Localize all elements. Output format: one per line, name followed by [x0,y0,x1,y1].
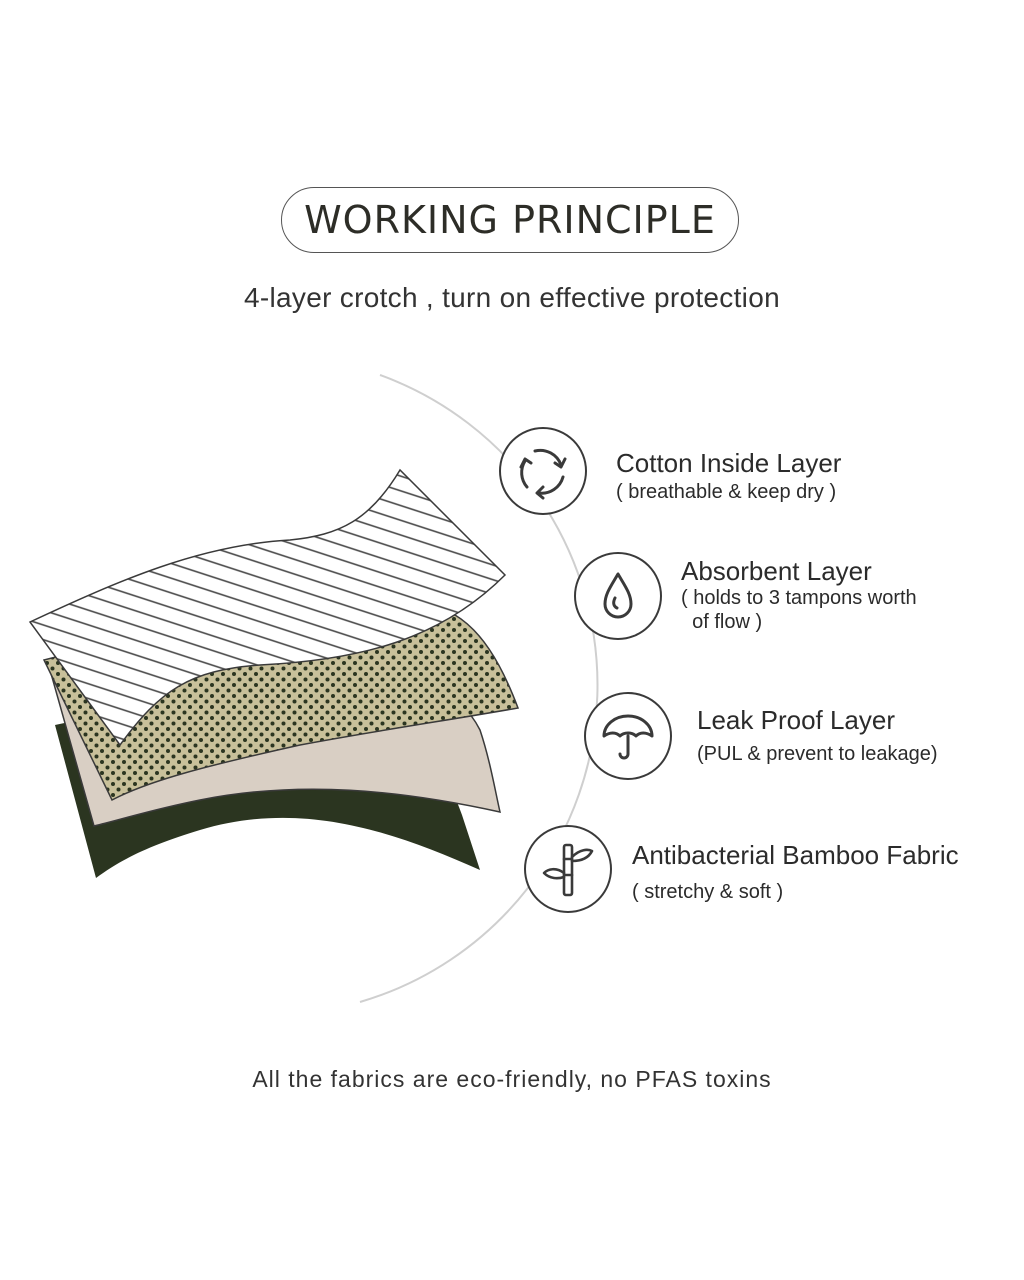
cotton-inside-layer [28,468,507,747]
recycle-arrows-icon [499,427,587,515]
page-subtitle: 4-layer crotch , turn on effective prote… [244,282,780,313]
footer-note: All the fabrics are eco-friendly, no PFA… [252,1066,772,1092]
connector-arc [359,374,599,1003]
umbrella-icon [584,692,672,780]
layer-name-cotton: Cotton Inside Layer [616,448,842,478]
layer-desc-leak-proof: (PUL & prevent to leakage) [697,743,938,765]
layer-desc-cotton: ( breathable & keep dry ) [616,481,837,503]
layer-desc-bamboo: ( stretchy & soft ) [632,881,784,903]
layer-name-bamboo: Antibacterial Bamboo Fabric [632,840,959,870]
title-pill: WORKING PRINCIPLE [281,187,739,253]
layer-desc-absorbent: ( holds to 3 tampons worth of flow ) [681,587,917,633]
page-title: WORKING PRINCIPLE [304,198,716,242]
layer-name-leak-proof: Leak Proof Layer [697,705,896,735]
layer-name-absorbent: Absorbent Layer [681,556,872,586]
bamboo-icon [524,825,612,913]
water-drop-icon [574,552,662,640]
